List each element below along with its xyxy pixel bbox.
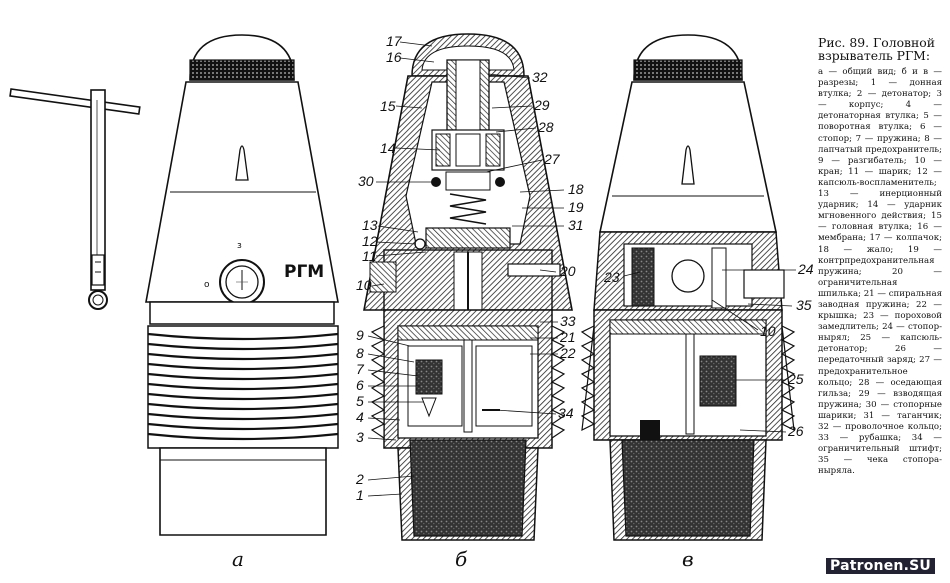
powder-delay-c	[631, 247, 655, 307]
thread-c	[580, 324, 796, 432]
label-28: 28	[537, 119, 554, 135]
window-mark-a	[235, 145, 249, 181]
limit-pin-b	[507, 263, 561, 277]
label-33: 33	[560, 313, 576, 329]
view-b-section: б	[363, 33, 573, 571]
label-4: 4	[356, 409, 364, 425]
label-3: 3	[356, 429, 364, 445]
figure-caption: Рис. 89. Головной взрыватель РГМ: а — об…	[818, 36, 942, 477]
booster-c	[621, 439, 755, 537]
label-1: 1	[356, 487, 364, 503]
caption-body: а — общий вид; б и в — разрезы; 1 — донн…	[818, 67, 943, 477]
view-c-section: в	[580, 34, 796, 571]
setting-mark: з	[237, 241, 242, 251]
label-25: 25	[787, 371, 804, 387]
bottom-sleeve-a	[159, 447, 327, 536]
knurl-band-c	[633, 59, 743, 81]
label-14: 14	[380, 140, 396, 156]
label-2: 2	[355, 471, 364, 487]
label-29: 29	[533, 97, 550, 113]
label-34: 34	[558, 405, 574, 421]
detonator-cap-c	[699, 355, 737, 407]
label-22: 22	[559, 345, 576, 361]
label-12: 12	[362, 233, 378, 249]
spring-b	[449, 193, 487, 225]
label-30: 30	[358, 173, 374, 189]
dial-mark: о	[204, 280, 210, 290]
rgm-marking: РГМ	[284, 262, 324, 282]
label-32: 32	[532, 69, 548, 85]
key-tool	[9, 88, 141, 310]
label-17: 17	[386, 33, 403, 49]
view-letter-a: а	[232, 547, 244, 571]
label-20: 20	[559, 263, 576, 279]
label-24: 24	[797, 261, 814, 277]
label-26: 26	[787, 423, 804, 439]
label-9: 9	[356, 327, 364, 343]
knurl-band-a	[189, 59, 295, 81]
label-31: 31	[568, 217, 584, 233]
label-13: 13	[362, 217, 378, 233]
caption-title: Рис. 89. Головной взрыватель РГМ:	[818, 35, 936, 63]
valve-b	[369, 261, 397, 293]
detonator-b	[409, 439, 527, 537]
label-18: 18	[568, 181, 584, 197]
label-11: 11	[362, 248, 377, 264]
label-10-c: 10	[760, 323, 776, 339]
label-5: 5	[356, 393, 364, 409]
label-16: 16	[386, 49, 402, 65]
label-7: 7	[356, 361, 365, 377]
view-letter-c: в	[682, 547, 694, 571]
watermark: Patronen.SU	[826, 558, 935, 574]
view-a-external: з о РГМ а	[9, 34, 339, 571]
labels-view-b: 17 16 15 14 30 13 12 11 10 9 8 7 6 5 4 3…	[355, 33, 584, 503]
labels-view-c: 23 24 35 10 25 26	[603, 261, 814, 439]
label-10: 10	[356, 277, 372, 293]
ball-b	[431, 177, 441, 187]
label-35: 35	[796, 297, 812, 313]
label-8: 8	[356, 345, 364, 361]
label-23: 23	[603, 269, 620, 285]
label-15: 15	[380, 98, 396, 114]
rotary-sleeve-b	[415, 359, 443, 395]
thread-b	[370, 325, 566, 440]
stopper-c	[743, 269, 785, 299]
label-19: 19	[568, 199, 584, 215]
thread-a	[147, 325, 339, 449]
view-letter-b: б	[455, 547, 468, 571]
label-6: 6	[356, 377, 364, 393]
label-27: 27	[543, 151, 561, 167]
label-21: 21	[559, 329, 576, 345]
